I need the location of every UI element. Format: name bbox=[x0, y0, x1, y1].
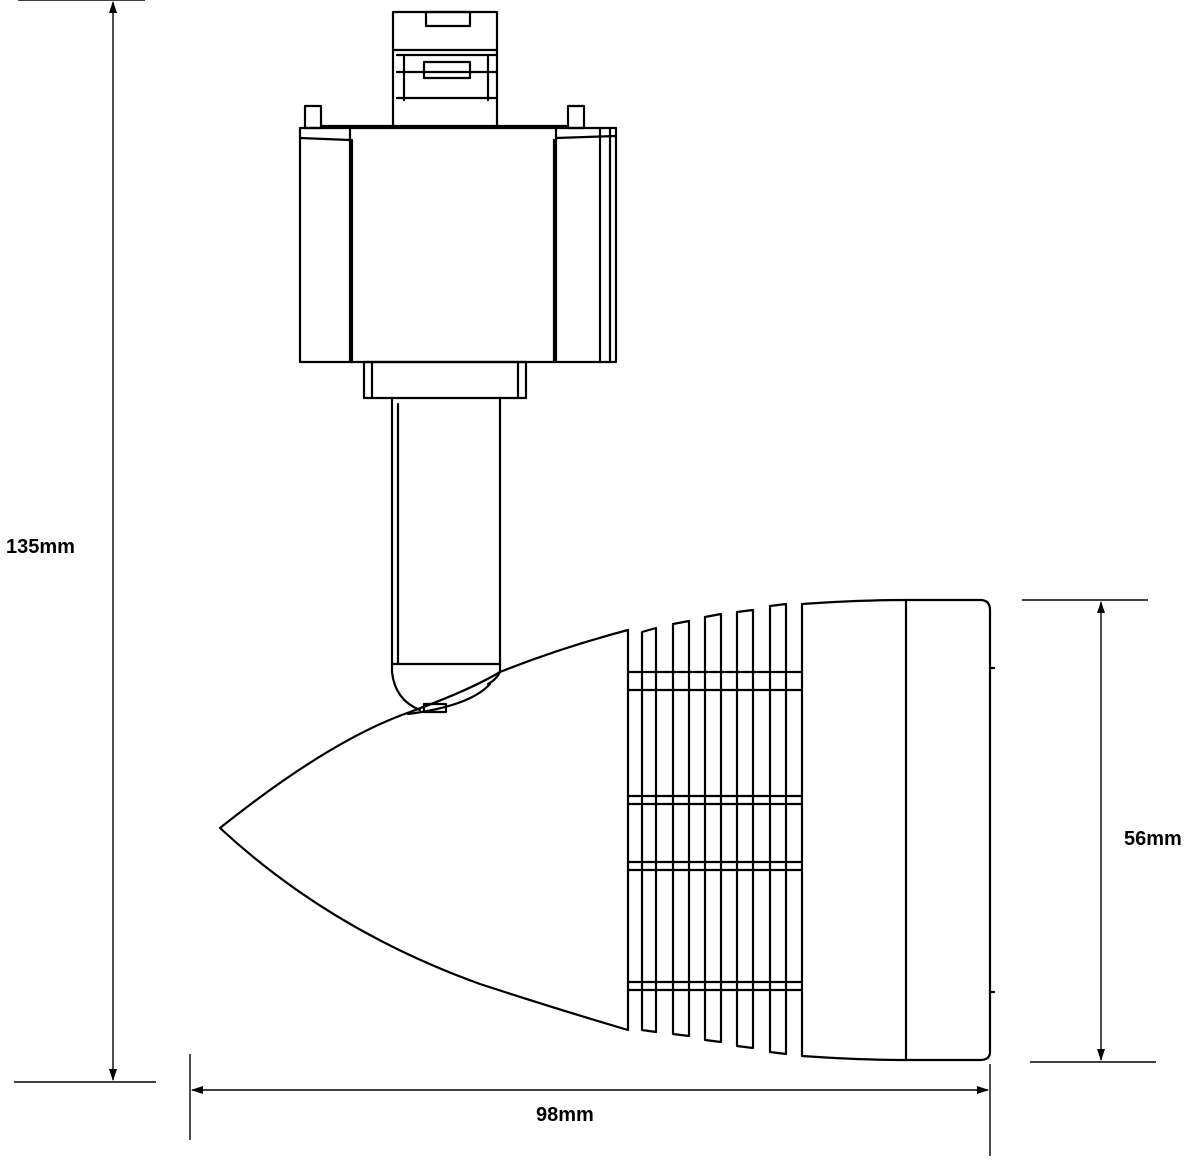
height-dimension bbox=[14, 0, 156, 1083]
height-dimension-label: 135mm bbox=[6, 536, 75, 558]
stem-arm bbox=[390, 396, 502, 714]
track-connector-top bbox=[391, 10, 499, 128]
adapter-body bbox=[298, 126, 618, 364]
head-diameter-dimension bbox=[1022, 599, 1156, 1063]
head-diameter-label: 56mm bbox=[1124, 828, 1182, 850]
width-dimension bbox=[189, 1054, 991, 1156]
mounting-pins bbox=[303, 104, 586, 130]
front-bezel bbox=[800, 598, 996, 1062]
cooling-fins bbox=[626, 602, 804, 1056]
lamp-head-cone bbox=[218, 628, 630, 1032]
width-dimension-label: 98mm bbox=[536, 1104, 594, 1126]
stem-collar bbox=[362, 360, 528, 400]
